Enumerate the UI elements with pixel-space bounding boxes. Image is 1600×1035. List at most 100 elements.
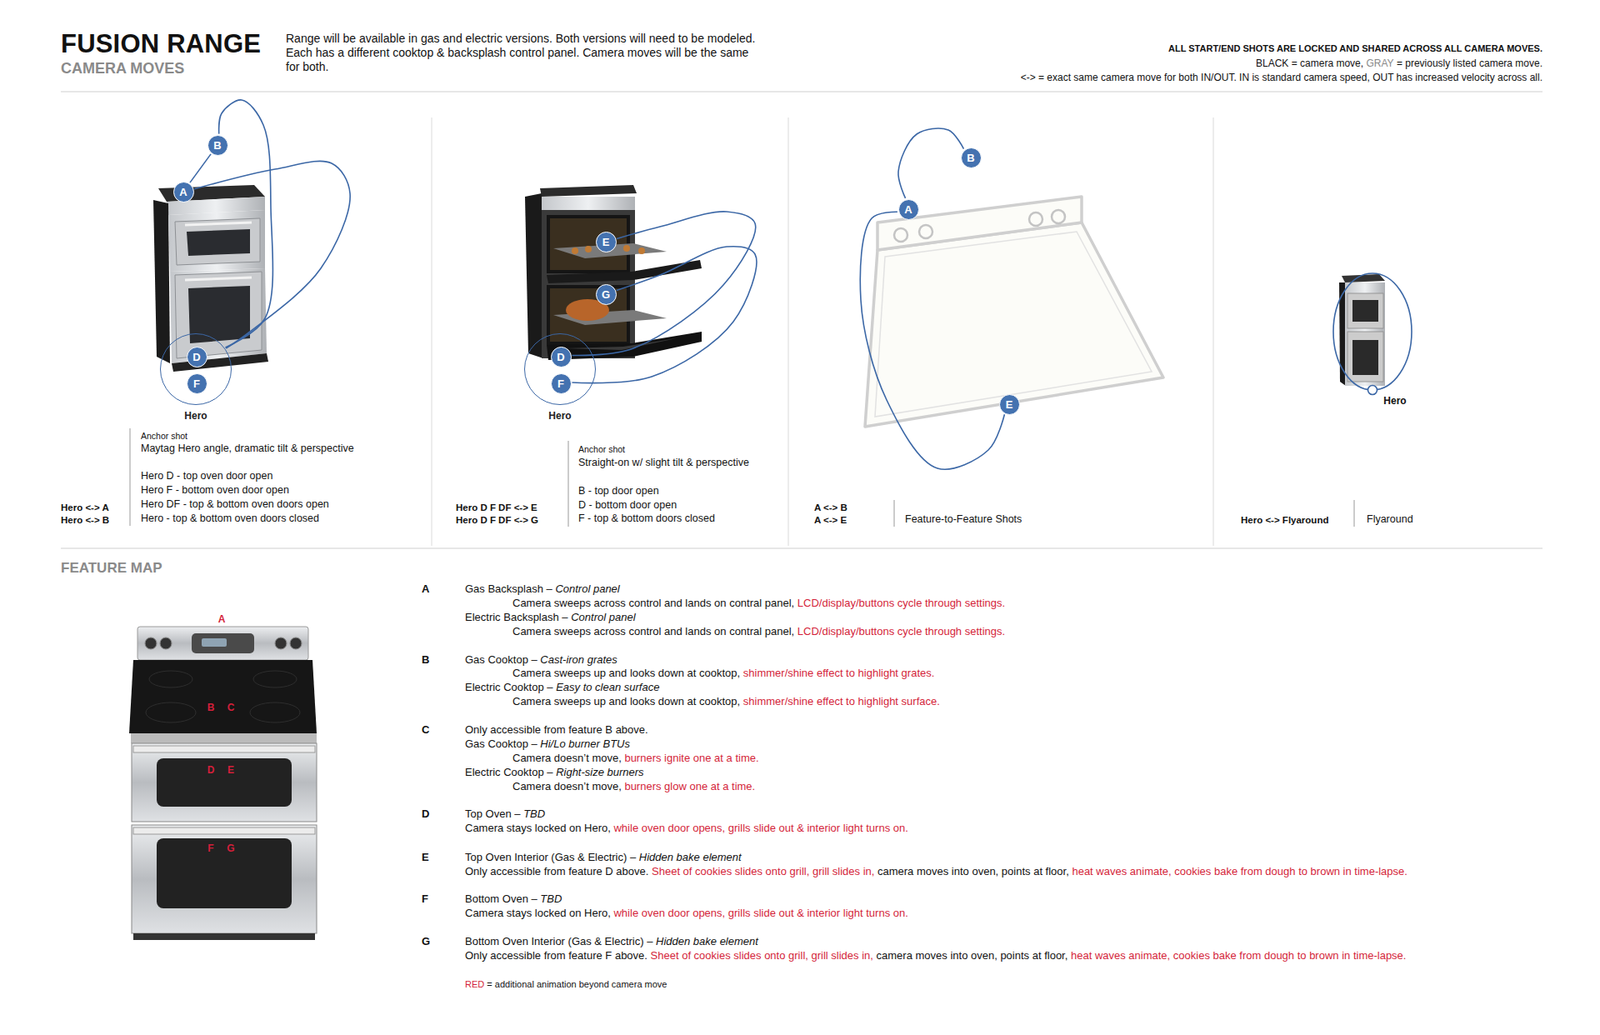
label-text: A <-> B [814,502,848,513]
label-text: Electric Cooktop – [465,765,554,779]
marker-label: F [557,378,565,390]
open-oven-drawing [546,260,702,284]
marker-label: E [1005,399,1014,410]
label-text: Gas Cooktop – [465,653,538,666]
hero-range-drawing [186,229,250,256]
text-line: Hero DF - top & bottom oven doors open [140,498,330,512]
hero-range-drawing [185,277,252,280]
text-line: E [227,764,235,777]
label-text: BLACK = camera move, [1255,57,1364,70]
label-text: Only accessible from feature F above. [465,949,648,962]
marker-label: D [556,351,565,363]
label-text: GRAY [1365,57,1394,70]
label-text: Hero F - bottom oven door open [140,484,290,496]
front-range-drawing [275,637,287,650]
front-range-drawing [145,702,196,723]
marker-label: Hero [184,410,207,422]
label-text: Feature-to-Feature Shots [905,513,1022,525]
text-line: Hero D F DF <-> E [455,501,538,514]
text-line: Hero <-> B [60,514,110,526]
text-line: Gas Backsplash –Control panel [465,582,620,596]
label-text: D [207,764,215,776]
text-line: F [207,842,214,855]
open-oven-drawing [541,210,635,359]
front-range-drawing [129,660,317,734]
divider-lines [60,91,1543,93]
label-text: Hi/Lo burner BTUs [540,737,630,750]
text-line: Gas Cooktop –Cast-iron grates [465,653,618,667]
label-text: Hidden bake element [655,935,759,948]
flyaround-drawing [1352,340,1379,375]
range-outline [865,222,1164,427]
text-line: FEATURE MAP [60,559,163,577]
text-line: Range will be available in gas and elect… [285,31,760,75]
flyaround-drawing [1352,300,1379,322]
text-line: C [421,723,430,737]
open-oven-drawing [525,193,544,359]
range-outline [919,225,933,239]
marker-label: E [602,236,610,248]
text-line: F - top & bottom doors closed [578,512,715,526]
marker-label: B [213,140,221,151]
text-line: B [207,701,215,715]
marker-label: F [193,378,200,390]
marker-label: G [601,289,610,300]
divider-lines [788,117,790,546]
label-text: F - top & bottom doors closed [578,512,715,525]
label-text: burners ignite one at a time. [624,751,759,765]
label-text: = previously listed camera move. [1396,57,1543,70]
text-line: Camera sweeps across control and lands o… [512,596,1005,610]
text-line: BLACK = camera move,GRAY= previously lis… [1255,57,1543,70]
label-text: Camera stays locked on Hero, [465,906,611,920]
flyaround-drawing [1347,331,1384,382]
open-oven-drawing [563,338,677,350]
hero-range-drawing [153,200,170,364]
label-text: camera moves into oven, points at floor, [877,865,1070,878]
label-text: Only accessible from feature B above. [465,723,649,736]
text-line: Hero F - bottom oven door open [140,484,290,498]
label-text: Camera sweeps across control and lands o… [512,625,795,638]
label-text: Top Oven Interior (Gas & Electric) – [465,850,636,864]
text-line: C [227,701,235,715]
label-text: A <-> E [814,515,847,525]
label-text: TBD [523,807,545,820]
text-line: RED= additional animation beyond camera … [465,979,667,991]
text-line: Flyaround [1366,513,1414,527]
text-line: B - top door open [578,485,660,499]
open-oven-drawing [540,185,637,197]
label-text: = additional animation beyond camera mov… [486,979,667,990]
text-line: Hero D F DF <-> G [455,514,539,526]
label-text: Anchor shot [578,444,625,455]
text-line: Bottom Oven Interior (Gas & Electric) –H… [465,935,759,949]
camera-path [571,211,755,356]
text-line: Camera sweeps up and looks down at cookt… [512,695,940,709]
text-line: Camera sweeps up and looks down at cookt… [512,666,935,680]
text-line: Electric Cooktop –Easy to clean surface [465,680,660,695]
open-oven-drawing [550,218,627,270]
text-line: G [226,842,235,855]
hero-ring: HeroDF [160,333,232,405]
label-text: LCD/display/buttons cycle through settin… [797,625,1005,638]
label-text: burners glow one at a time. [624,780,755,793]
front-range-drawing [131,825,317,934]
open-oven-drawing [585,245,592,253]
label-text: Sheet of cookies slides onto grill, gril… [651,865,875,878]
label-text: <-> = exact same camera move for both IN… [1020,71,1543,84]
label-text: Bottom Oven Interior (Gas & Electric) – [465,935,653,948]
front-range-drawing [130,733,317,744]
marker-label: A [904,204,912,215]
label-text: C [227,701,235,714]
text-line: Hero D - top oven door open [140,470,273,484]
open-oven-drawing [623,245,630,252]
text-line: D [207,764,215,777]
text-line: D - bottom door open [578,499,677,513]
label-text: Easy to clean surface [555,680,660,694]
label-text: Hero <-> Flyaround [1240,515,1329,525]
label-text: Hero [1383,395,1406,407]
label-text: Straight-on w/ slight tilt & perspective [578,456,750,469]
open-oven-drawing [541,196,635,210]
feature-marker: D [186,346,208,368]
text-line: Feature-to-Feature Shots [905,513,1022,527]
label-text: ALL START/END SHOTS ARE LOCKED AND SHARE… [1168,43,1543,54]
label-text: FEATURE MAP [60,560,163,576]
